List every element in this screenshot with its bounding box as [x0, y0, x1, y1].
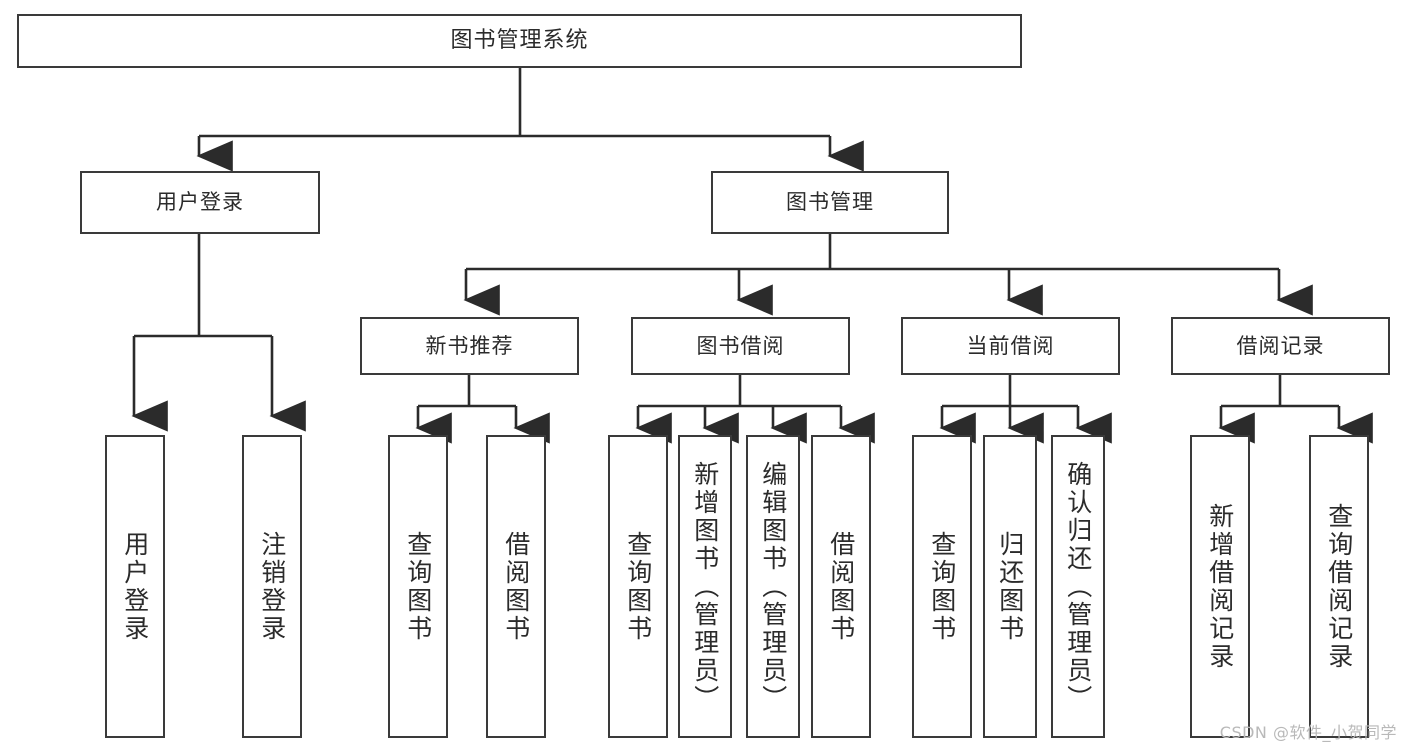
- node-label: 借阅图书: [826, 530, 856, 643]
- leaf-return-book[interactable]: 归还图书: [983, 435, 1037, 738]
- node-label: 确认归还（管理员）: [1063, 460, 1093, 713]
- leaf-query-book-current[interactable]: 查询图书: [912, 435, 972, 738]
- node-label: 图书管理: [786, 190, 874, 215]
- node-label: 查询图书: [927, 530, 957, 643]
- leaf-user-login[interactable]: 用户登录: [105, 435, 165, 738]
- node-label: 编辑图书（管理员）: [758, 460, 788, 713]
- node-label: 借阅记录: [1236, 333, 1325, 358]
- node-label: 查询图书: [623, 530, 653, 643]
- node-root-system[interactable]: 图书管理系统: [17, 14, 1022, 68]
- watermark: CSDN @软件_小贺同学: [1219, 723, 1397, 742]
- leaf-query-book-borrow[interactable]: 查询图书: [608, 435, 668, 738]
- node-label: 图书借阅: [696, 333, 785, 358]
- node-new-book-recommend[interactable]: 新书推荐: [360, 317, 579, 375]
- node-label: 新增图书（管理员）: [690, 460, 720, 713]
- leaf-borrow-book-recommend[interactable]: 借阅图书: [486, 435, 546, 738]
- leaf-add-book-admin[interactable]: 新增图书（管理员）: [678, 435, 732, 738]
- leaf-query-borrow-record[interactable]: 查询借阅记录: [1309, 435, 1369, 738]
- node-current-borrow[interactable]: 当前借阅: [901, 317, 1120, 375]
- node-label: 查询图书: [403, 530, 433, 643]
- leaf-confirm-return-admin[interactable]: 确认归还（管理员）: [1051, 435, 1105, 738]
- node-label: 用户登录: [120, 530, 150, 643]
- node-label: 查询借阅记录: [1324, 502, 1354, 671]
- leaf-query-book-recommend[interactable]: 查询图书: [388, 435, 448, 738]
- leaf-edit-book-admin[interactable]: 编辑图书（管理员）: [746, 435, 800, 738]
- leaf-borrow-book[interactable]: 借阅图书: [811, 435, 871, 738]
- node-borrow-record[interactable]: 借阅记录: [1171, 317, 1390, 375]
- node-label: 新书推荐: [425, 333, 514, 358]
- node-label: 注销登录: [257, 530, 287, 643]
- node-label: 图书管理系统: [450, 28, 589, 54]
- node-label: 归还图书: [995, 530, 1025, 643]
- node-label: 新增借阅记录: [1205, 502, 1235, 671]
- node-label: 当前借阅: [966, 333, 1055, 358]
- node-user-login[interactable]: 用户登录: [80, 171, 320, 234]
- node-label: 用户登录: [156, 190, 244, 215]
- leaf-logout[interactable]: 注销登录: [242, 435, 302, 738]
- node-book-management[interactable]: 图书管理: [711, 171, 949, 234]
- leaf-add-borrow-record[interactable]: 新增借阅记录: [1190, 435, 1250, 738]
- node-book-borrow[interactable]: 图书借阅: [631, 317, 850, 375]
- node-label: 借阅图书: [501, 530, 531, 643]
